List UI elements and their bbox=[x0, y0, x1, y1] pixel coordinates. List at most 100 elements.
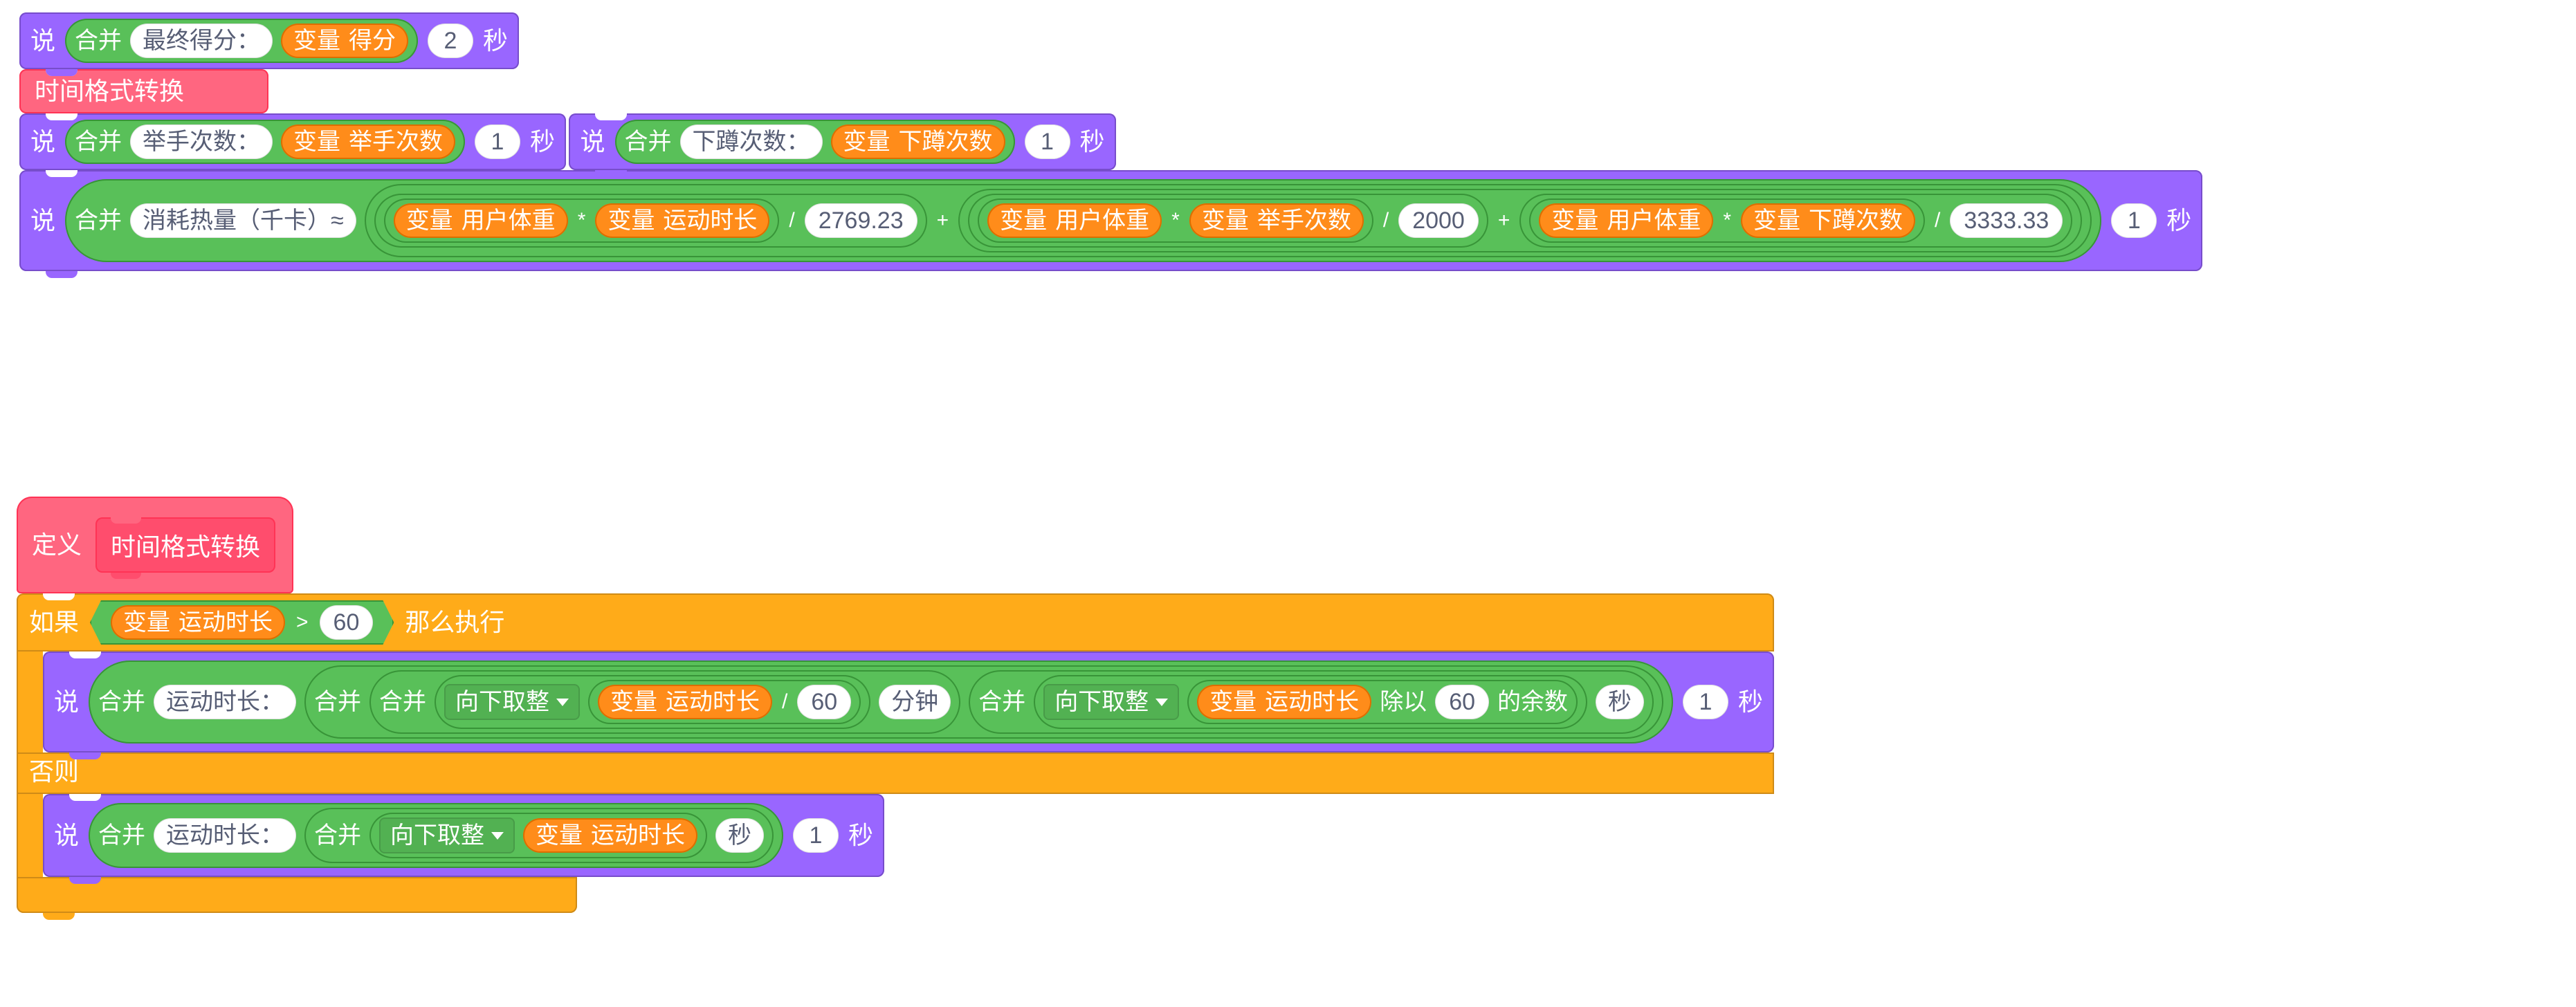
greater-than-symbol: > bbox=[296, 611, 309, 634]
divisor-input-term1[interactable]: 2769.23 bbox=[804, 203, 917, 238]
join-operator[interactable]: 合并 举手次数： 变量 举手次数 bbox=[65, 120, 466, 164]
join-text-input[interactable]: 运动时长： bbox=[154, 818, 297, 853]
say-duration-input[interactable]: 1 bbox=[1024, 124, 1070, 159]
block-say-raise-hand-count[interactable]: 说 合并 举手次数： 变量 举手次数 1 秒 bbox=[19, 113, 567, 177]
join-text-input[interactable]: 消耗热量（千卡）≈ bbox=[130, 203, 356, 238]
variable-name: 运动时长 bbox=[663, 207, 758, 234]
variable-prefix: 变量 bbox=[610, 689, 658, 715]
add-operator-outer[interactable]: 变量 用户体重 * 变量 运动时长 / 2769.23 + bbox=[364, 184, 2092, 257]
block-if-else[interactable]: 如果 变量 运动时长 > 60 那么执行 说 合并 运动时长： bbox=[17, 593, 1775, 920]
join-text-input[interactable]: 举手次数： bbox=[130, 124, 273, 159]
chevron-down-icon bbox=[1155, 698, 1169, 706]
block-call-time-format[interactable]: 时间格式转换 bbox=[19, 69, 268, 120]
math-function-label: 向下取整 bbox=[1054, 689, 1149, 715]
minutes-unit-input[interactable]: 分钟 bbox=[879, 685, 951, 719]
else-header[interactable]: 否则 bbox=[17, 752, 1775, 794]
comparison-value-input[interactable]: 60 bbox=[320, 605, 374, 640]
say-duration-input[interactable]: 1 bbox=[2111, 203, 2157, 238]
divide-symbol: / bbox=[782, 690, 788, 713]
variable-reporter-user-weight[interactable]: 变量 用户体重 bbox=[1539, 203, 1714, 238]
divide-symbol: / bbox=[1382, 209, 1389, 232]
variable-reporter-exercise-duration[interactable]: 变量 运动时长 bbox=[1197, 685, 1372, 719]
procedure-prototype[interactable]: 时间格式转换 bbox=[95, 517, 276, 579]
divide-operator-minutes[interactable]: 变量 运动时长 / 60 bbox=[588, 680, 861, 724]
say-duration-input[interactable]: 1 bbox=[475, 124, 521, 159]
variable-reporter-exercise-duration[interactable]: 变量 运动时长 bbox=[598, 685, 773, 719]
variable-reporter-raise-hand[interactable]: 变量 举手次数 bbox=[1189, 203, 1364, 238]
say-duration-input[interactable]: 1 bbox=[1683, 685, 1729, 719]
join-operator-outer[interactable]: 合并 运动时长： 合并 合并 向下取整 bbox=[89, 660, 1674, 743]
join-operator-minutes[interactable]: 合并 向下取整 变量 运动时长 bbox=[369, 670, 961, 734]
else-branch-arm: 说 合并 运动时长： 合并 向下取整 bbox=[17, 794, 1775, 884]
block-say-final-score[interactable]: 说 合并 最终得分： 变量 得分 2 秒 bbox=[19, 12, 520, 76]
variable-reporter-score[interactable]: 变量 得分 bbox=[281, 24, 409, 58]
join-operator-seconds[interactable]: 合并 向下取整 变量 运动时长 bbox=[969, 670, 1654, 734]
variable-reporter-user-weight[interactable]: 变量 用户体重 bbox=[393, 203, 568, 238]
divisor-input-term2[interactable]: 2000 bbox=[1398, 203, 1479, 238]
variable-name: 下蹲次数 bbox=[1809, 207, 1903, 234]
join-operator-mid[interactable]: 合并 合并 向下取整 bbox=[304, 665, 1664, 739]
math-function-dropdown[interactable]: 向下取整 bbox=[379, 817, 515, 853]
block-say-squat-count[interactable]: 说 合并 下蹲次数： 变量 下蹲次数 1 秒 bbox=[569, 113, 1116, 177]
math-floor-operator[interactable]: 向下取整 变量 运动时长 bbox=[369, 813, 708, 858]
divide-symbol: / bbox=[1935, 209, 1941, 232]
divide-operator-term1[interactable]: 变量 用户体重 * 变量 运动时长 / 2769.23 bbox=[374, 194, 927, 248]
modulo-operator[interactable]: 变量 运动时长 除以 60 的余数 bbox=[1187, 680, 1578, 724]
greater-than-operator[interactable]: 变量 运动时长 > 60 bbox=[90, 600, 394, 645]
if-header[interactable]: 如果 变量 运动时长 > 60 那么执行 bbox=[17, 593, 1775, 652]
script-main[interactable]: 说 合并 最终得分： 变量 得分 2 秒 时间格式转换 说 合并 举手次数： bbox=[19, 12, 2576, 278]
divisor-input-term3[interactable]: 3333.33 bbox=[1950, 203, 2063, 238]
block-say-calories[interactable]: 说 合并 消耗热量（千卡）≈ 变量 用户体重 * bbox=[19, 170, 2203, 278]
join-operator-outer[interactable]: 合并 运动时长： 合并 向下取整 变量 bbox=[89, 803, 784, 868]
join-text-input[interactable]: 运动时长： bbox=[154, 685, 297, 719]
variable-name: 用户体重 bbox=[1607, 207, 1701, 234]
variable-reporter-exercise-duration[interactable]: 变量 运动时长 bbox=[111, 605, 285, 640]
variable-prefix: 变量 bbox=[536, 822, 583, 849]
variable-reporter-raise-hand[interactable]: 变量 举手次数 bbox=[281, 124, 456, 159]
variable-reporter-exercise-duration[interactable]: 变量 运动时长 bbox=[595, 203, 770, 238]
variable-prefix: 变量 bbox=[123, 609, 171, 636]
join-operator[interactable]: 合并 下蹲次数： 变量 下蹲次数 bbox=[614, 120, 1015, 164]
variable-name: 用户体重 bbox=[461, 207, 556, 234]
multiply-operator-term3[interactable]: 变量 用户体重 * 变量 下蹲次数 bbox=[1529, 198, 1926, 243]
join-operator-inner[interactable]: 合并 向下取整 变量 运动时长 bbox=[304, 808, 774, 863]
variable-reporter-user-weight[interactable]: 变量 用户体重 bbox=[987, 203, 1162, 238]
multiply-operator-term1[interactable]: 变量 用户体重 * 变量 运动时长 bbox=[383, 198, 780, 243]
math-floor-operator-seconds[interactable]: 向下取整 变量 运动时长 除以 bbox=[1034, 675, 1588, 729]
variable-prefix: 变量 bbox=[1000, 207, 1048, 234]
math-function-dropdown[interactable]: 向下取整 bbox=[1043, 684, 1180, 720]
variable-reporter-squat[interactable]: 变量 下蹲次数 bbox=[1741, 203, 1916, 238]
variable-reporter-exercise-duration[interactable]: 变量 运动时长 bbox=[523, 818, 698, 853]
if-else-footer[interactable] bbox=[17, 877, 577, 920]
add-operator-inner[interactable]: 变量 用户体重 * 变量 举手次数 / 2000 bbox=[958, 189, 2083, 252]
math-function-dropdown[interactable]: 向下取整 bbox=[444, 684, 581, 720]
say-duration-input[interactable]: 1 bbox=[793, 818, 839, 853]
join-text-input[interactable]: 下蹲次数： bbox=[679, 124, 823, 159]
variable-reporter-squat[interactable]: 变量 下蹲次数 bbox=[830, 124, 1005, 159]
seconds-unit-input[interactable]: 秒 bbox=[1596, 685, 1645, 719]
join-label: 合并 bbox=[314, 689, 362, 715]
seconds-unit-input[interactable]: 秒 bbox=[715, 818, 765, 853]
join-text-input[interactable]: 最终得分： bbox=[130, 24, 273, 58]
math-floor-operator-minutes[interactable]: 向下取整 变量 运动时长 / bbox=[435, 675, 871, 729]
seconds-label: 秒 bbox=[530, 127, 556, 156]
divide-operator-term3[interactable]: 变量 用户体重 * 变量 下蹲次数 / 3333.33 bbox=[1519, 194, 2073, 248]
block-say-duration-minutes-seconds[interactable]: 说 合并 运动时长： 合并 合并 向下取整 bbox=[43, 652, 1775, 759]
join-label: 合并 bbox=[98, 822, 146, 849]
join-operator-outer[interactable]: 合并 消耗热量（千卡）≈ 变量 用户体重 * 变量 bbox=[65, 179, 2102, 262]
join-operator[interactable]: 合并 最终得分： 变量 得分 bbox=[65, 19, 419, 63]
divisor-input[interactable]: 60 bbox=[797, 685, 852, 719]
variable-prefix: 变量 bbox=[405, 207, 453, 234]
script-procedure-definition[interactable]: 定义 时间格式转换 如果 变量 运动时长 > 60 那么执行 bbox=[17, 497, 1775, 920]
multiply-operator-term2[interactable]: 变量 用户体重 * 变量 举手次数 bbox=[978, 198, 1373, 243]
block-say-duration-seconds-only[interactable]: 说 合并 运动时长： 合并 向下取整 bbox=[43, 794, 885, 884]
join-label: 合并 bbox=[978, 689, 1026, 715]
divide-operator-term2[interactable]: 变量 用户体重 * 变量 举手次数 / 2000 bbox=[968, 194, 1488, 248]
math-function-label: 向下取整 bbox=[390, 822, 485, 849]
math-function-label: 向下取整 bbox=[455, 689, 550, 715]
say-duration-input[interactable]: 2 bbox=[428, 24, 474, 58]
modulo-value-input[interactable]: 60 bbox=[1435, 685, 1490, 719]
block-define-hat[interactable]: 定义 时间格式转换 bbox=[17, 497, 294, 600]
variable-name: 举手次数 bbox=[1257, 207, 1351, 234]
